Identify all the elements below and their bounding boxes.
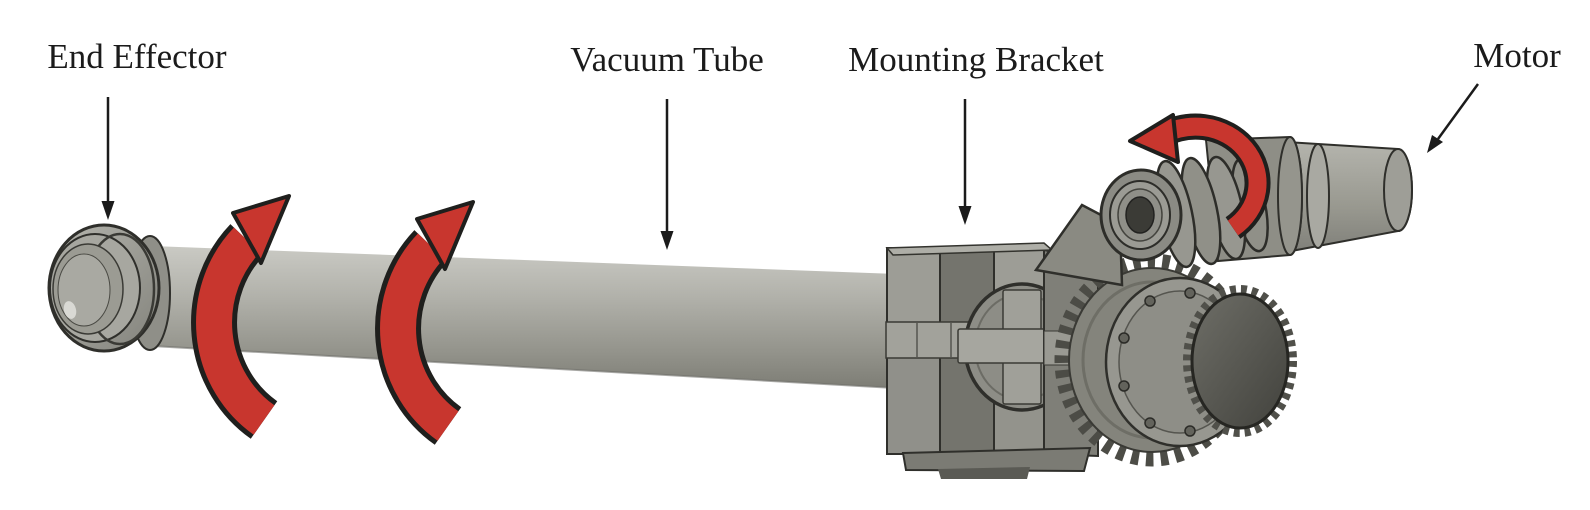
bracket-base bbox=[901, 446, 1092, 473]
bracket-base-shadow bbox=[938, 467, 1030, 479]
down-arrowhead-icon bbox=[660, 231, 674, 250]
bracket-block-bottom-left bbox=[886, 356, 941, 455]
down-arrowhead-icon bbox=[101, 201, 115, 220]
vacuum-tube-label: Vacuum Tube bbox=[570, 40, 764, 79]
end-effector-leader-arrow bbox=[101, 97, 115, 220]
worm-bore bbox=[1125, 196, 1155, 234]
vacuum-tube-bottom-edge bbox=[151, 345, 896, 389]
end-effector-face bbox=[57, 253, 111, 327]
motor-end-cap bbox=[1383, 148, 1413, 232]
bracket-block-top-left bbox=[886, 247, 941, 325]
leader-arrows bbox=[101, 83, 1480, 250]
rotation-arrow-icon bbox=[1128, 113, 1271, 239]
motor-gearbox-edge bbox=[1277, 136, 1303, 256]
motor-leader-arrow bbox=[1427, 83, 1480, 153]
end-effector-model bbox=[47, 223, 171, 353]
down-arrowhead-icon bbox=[958, 206, 972, 225]
end-effector-highlight bbox=[63, 301, 77, 319]
mounting-bracket-label: Mounting Bracket bbox=[848, 40, 1104, 79]
vacuum-tube-model bbox=[151, 246, 896, 389]
motor-collar bbox=[1306, 143, 1330, 249]
bracket-clamp-seams bbox=[916, 322, 952, 358]
worm-wheel-gear-model bbox=[1054, 253, 1297, 467]
vacuum-tube-leader-arrow bbox=[660, 99, 674, 250]
coupler-cylinder-face bbox=[1190, 292, 1290, 430]
coupler-teeth-edge bbox=[1183, 285, 1297, 437]
mounting-bracket-leader-arrow bbox=[958, 99, 972, 225]
vacuum-tube-cylinder bbox=[152, 246, 895, 388]
rotation-arrow-icon bbox=[191, 194, 291, 439]
diagonal-arrowhead-icon bbox=[1427, 135, 1443, 153]
callout-labels: End Effector Vacuum Tube Mounting Bracke… bbox=[47, 36, 1561, 79]
motor-label: Motor bbox=[1473, 36, 1561, 75]
end-effector-label: End Effector bbox=[47, 37, 226, 76]
worm-screw-model bbox=[1099, 155, 1269, 269]
